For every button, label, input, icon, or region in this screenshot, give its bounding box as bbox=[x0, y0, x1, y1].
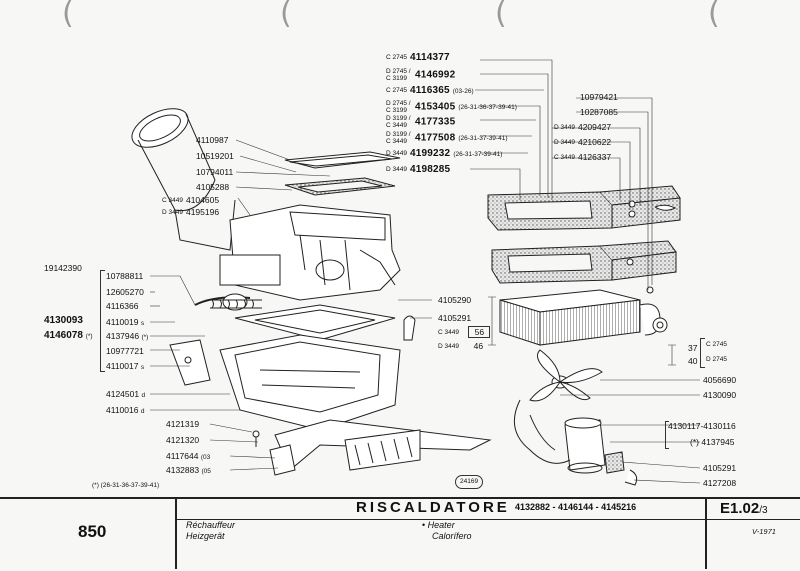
callout-10979421: 10979421 bbox=[580, 92, 618, 102]
callout-4146078: 4146078 (*) bbox=[44, 330, 93, 341]
revision-date: V-1971 bbox=[752, 527, 776, 536]
bracket-left bbox=[100, 270, 105, 372]
title-block bbox=[0, 497, 800, 571]
callout-4121320: 4121320 bbox=[166, 435, 200, 445]
callout-4137946: 4137946 (*) bbox=[106, 331, 149, 341]
dim-bracket bbox=[700, 338, 705, 368]
callout-4056690: 4056690 bbox=[703, 375, 737, 385]
footnote: (*) (26-31-36-37-39-41) bbox=[92, 482, 160, 489]
callout-10794011: 10794011 bbox=[196, 167, 234, 177]
callout-19142390: 19142390 bbox=[44, 263, 82, 273]
callout-4137945: (*) 4137945 bbox=[690, 437, 735, 447]
assembly-codes: 4132882 - 4146144 - 4145216 bbox=[515, 502, 637, 512]
binder-hole-icon: ( bbox=[708, 0, 720, 31]
callout-10788811: 10788811 bbox=[106, 271, 144, 281]
exploded-view-drawing bbox=[131, 59, 701, 486]
divider bbox=[175, 519, 705, 520]
callout-4105290: 4105290 bbox=[438, 295, 472, 305]
callout-4105291-center: 4105291 bbox=[438, 313, 472, 323]
callout-4132883: 4132883 (05 bbox=[166, 465, 211, 475]
dim-37: 37 bbox=[688, 343, 698, 353]
page-title: RISCALDATORE bbox=[356, 499, 510, 516]
callout-10519201: 10519201 bbox=[196, 151, 234, 161]
callout-4105288: 4105288 bbox=[196, 182, 230, 192]
callout-4117644: 4117644 (03 bbox=[166, 451, 211, 461]
divider bbox=[705, 499, 707, 569]
drawing-id-badge: 24169 bbox=[455, 475, 484, 489]
divider bbox=[705, 519, 800, 520]
binder-hole-icon: ( bbox=[280, 0, 292, 31]
callout-4130093: 4130093 bbox=[44, 315, 83, 326]
model-number: 850 bbox=[78, 522, 107, 541]
callout-c3449-56: C 3449 56 bbox=[438, 326, 491, 338]
callout-4130090: 4130090 bbox=[703, 390, 737, 400]
callout-4110987: 4110987 bbox=[196, 135, 229, 145]
callout-4130117-4130116: 4130117-4130116 bbox=[668, 421, 736, 431]
callout-10977721: 10977721 bbox=[106, 346, 144, 356]
callout-4110019: 4110019 s bbox=[106, 317, 145, 327]
intake-duct bbox=[131, 108, 236, 251]
dim-d-2745: D 2745 bbox=[706, 356, 727, 363]
fan-rotor bbox=[529, 349, 603, 402]
callout-4110016: 4110016 d bbox=[106, 405, 145, 415]
callout-4121319: 4121319 bbox=[166, 419, 200, 429]
bracket bbox=[665, 421, 669, 449]
callout-4127208: 4127208 bbox=[703, 478, 737, 488]
dim-c-2745: C 2745 bbox=[706, 341, 727, 348]
dim-40: 40 bbox=[688, 356, 698, 366]
binder-hole-icon: ( bbox=[62, 0, 74, 31]
callout-4116366: 4116366 bbox=[106, 301, 139, 311]
binder-hole-icon: ( bbox=[495, 0, 507, 31]
callout-4110017: 4110017 s bbox=[106, 361, 145, 371]
callout-d3449-46: D 3449 46 bbox=[438, 341, 484, 351]
callout-4105291-right: 4105291 bbox=[703, 463, 737, 473]
divider bbox=[175, 499, 177, 569]
callout-10287085: 10287085 bbox=[580, 107, 618, 117]
callout-4124501: 4124501 d bbox=[106, 389, 146, 399]
sheet-number: E1.02/3 bbox=[720, 500, 768, 517]
callout-12605270: 12605270 bbox=[106, 287, 144, 297]
